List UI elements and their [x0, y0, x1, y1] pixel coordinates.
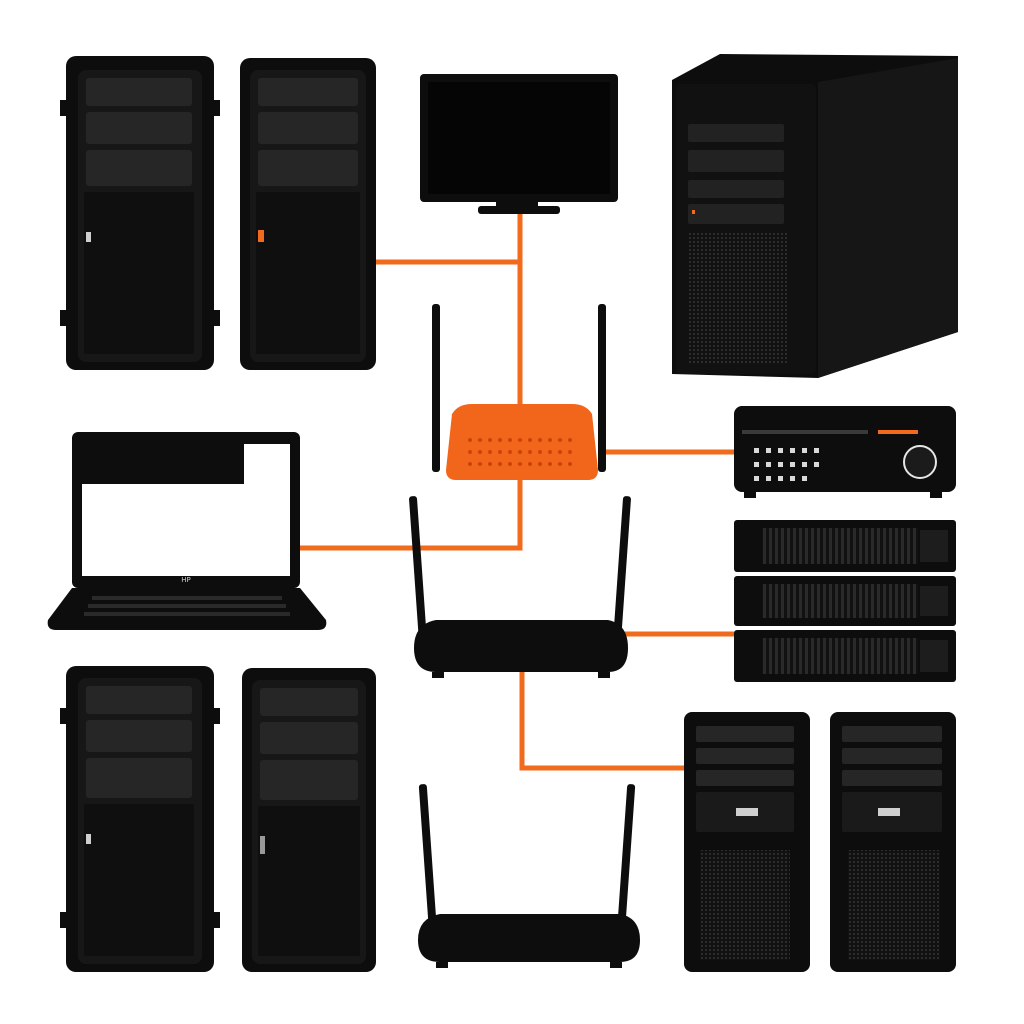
laptop: HP — [47, 432, 327, 630]
laptop-brand-label: HP — [181, 576, 191, 584]
router-bottom — [418, 784, 640, 968]
tower-server-1 — [60, 56, 220, 370]
cable-router-towers — [519, 672, 684, 771]
wifi-router-icon — [414, 620, 628, 672]
network-appliance — [734, 406, 956, 498]
rack-server-icon — [734, 520, 956, 572]
router-orange — [432, 304, 606, 480]
server-cube — [672, 54, 958, 378]
router-black — [409, 496, 631, 678]
cable-laptop-router — [300, 480, 523, 551]
wifi-router-icon — [418, 914, 640, 962]
network-appliance-icon — [734, 406, 956, 492]
wifi-router-icon — [446, 404, 598, 480]
monitor — [420, 74, 618, 214]
tower-server-4 — [242, 668, 376, 972]
tower-server-2 — [240, 58, 376, 370]
rack-servers — [734, 520, 956, 682]
tower-server-3 — [60, 666, 220, 972]
tower-server-5 — [684, 712, 810, 972]
tower-server-6 — [830, 712, 956, 972]
